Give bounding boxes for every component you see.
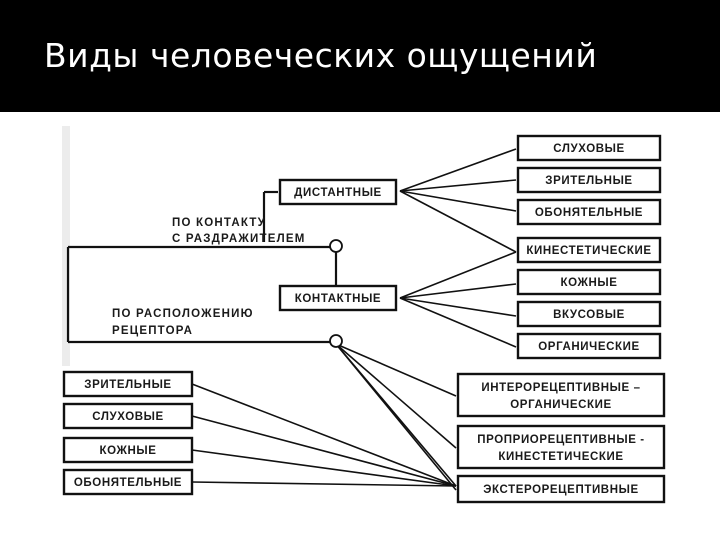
box-exteroceptive-label: ЭКСТЕРОРЕЦЕПТИВНЫЕ [483,484,639,496]
box-interoreceptive-label-2: ОРГАНИЧЕСКИЕ [510,399,612,411]
classifier-location-label: ПО РАСПОЛОЖЕНИЮ [112,308,254,320]
box-left-visual-label: ЗРИТЕЛЬНЫЕ [84,379,171,391]
box-kinesthetic: КИНЕСТЕТИЧЕСКИЕ [516,236,662,264]
box-left-hearing-label: СЛУХОВЫЕ [92,411,164,423]
scan-band [62,126,70,366]
box-proprioceptive: ПРОПРИОРЕЦЕПТИВНЫЕ - КИНЕСТЕТИЧЕСКИЕ [456,424,666,470]
classifier-contact-label: ПО КОНТАКТУ [172,217,266,229]
slide-title: Виды человеческих ощущений [44,36,598,75]
classifier-location-label-2: РЕЦЕПТОРА [112,325,193,337]
box-left-hearing: СЛУХОВЫЕ [62,402,194,430]
box-organic: ОРГАНИЧЕСКИЕ [516,332,662,360]
box-contact-label: КОНТАКТНЫЕ [295,293,381,305]
box-distant-label: ДИСТАНТНЫЕ [294,187,382,199]
box-visual: ЗРИТЕЛЬНЫЕ [516,166,662,194]
box-interoreceptive: ИНТЕРОРЕЦЕПТИВНЫЕ – ОРГАНИЧЕСКИЕ [456,372,666,418]
box-left-olfactory-label: ОБОНЯТЕЛЬНЫЕ [74,477,182,489]
box-left-skin-label: КОЖНЫЕ [99,445,156,457]
box-taste-label: ВКУСОВЫЕ [553,309,625,321]
box-organic-label: ОРГАНИЧЕСКИЕ [538,341,640,353]
box-left-skin: КОЖНЫЕ [62,436,194,464]
box-kinesthetic-label: КИНЕСТЕТИЧЕСКИЕ [526,245,651,257]
box-proprioceptive-label: ПРОПРИОРЕЦЕПТИВНЫЕ - [477,434,644,446]
box-hearing: СЛУХОВЫЕ [516,134,662,162]
node-location [329,334,343,348]
box-skin: КОЖНЫЕ [516,268,662,296]
box-left-visual: ЗРИТЕЛЬНЫЕ [62,370,194,398]
sensation-diagram: ПО КОНТАКТУ С РАЗДРАЖИТЕЛЕМ ПО РАСПОЛОЖЕ… [0,112,720,540]
diagram-canvas: ПО КОНТАКТУ С РАЗДРАЖИТЕЛЕМ ПО РАСПОЛОЖЕ… [62,126,666,504]
box-taste: ВКУСОВЫЕ [516,300,662,328]
box-olfactory: ОБОНЯТЕЛЬНЫЕ [516,198,662,226]
title-bar: Виды человеческих ощущений [0,0,720,112]
classifier-contact-label-2: С РАЗДРАЖИТЕЛЕМ [172,233,306,245]
box-visual-label: ЗРИТЕЛЬНЫЕ [545,175,632,187]
box-olfactory-label: ОБОНЯТЕЛЬНЫЕ [535,207,643,219]
box-skin-label: КОЖНЫЕ [560,277,617,289]
box-interoreceptive-label: ИНТЕРОРЕЦЕПТИВНЫЕ – [481,382,640,394]
box-contact: КОНТАКТНЫЕ [278,284,398,312]
box-left-olfactory: ОБОНЯТЕЛЬНЫЕ [62,468,194,496]
box-proprioceptive-label-2: КИНЕСТЕТИЧЕСКИЕ [498,451,623,463]
node-contact [329,239,343,253]
box-hearing-label: СЛУХОВЫЕ [553,143,625,155]
box-distant: ДИСТАНТНЫЕ [278,178,398,206]
box-exteroceptive: ЭКСТЕРОРЕЦЕПТИВНЫЕ [456,474,666,504]
